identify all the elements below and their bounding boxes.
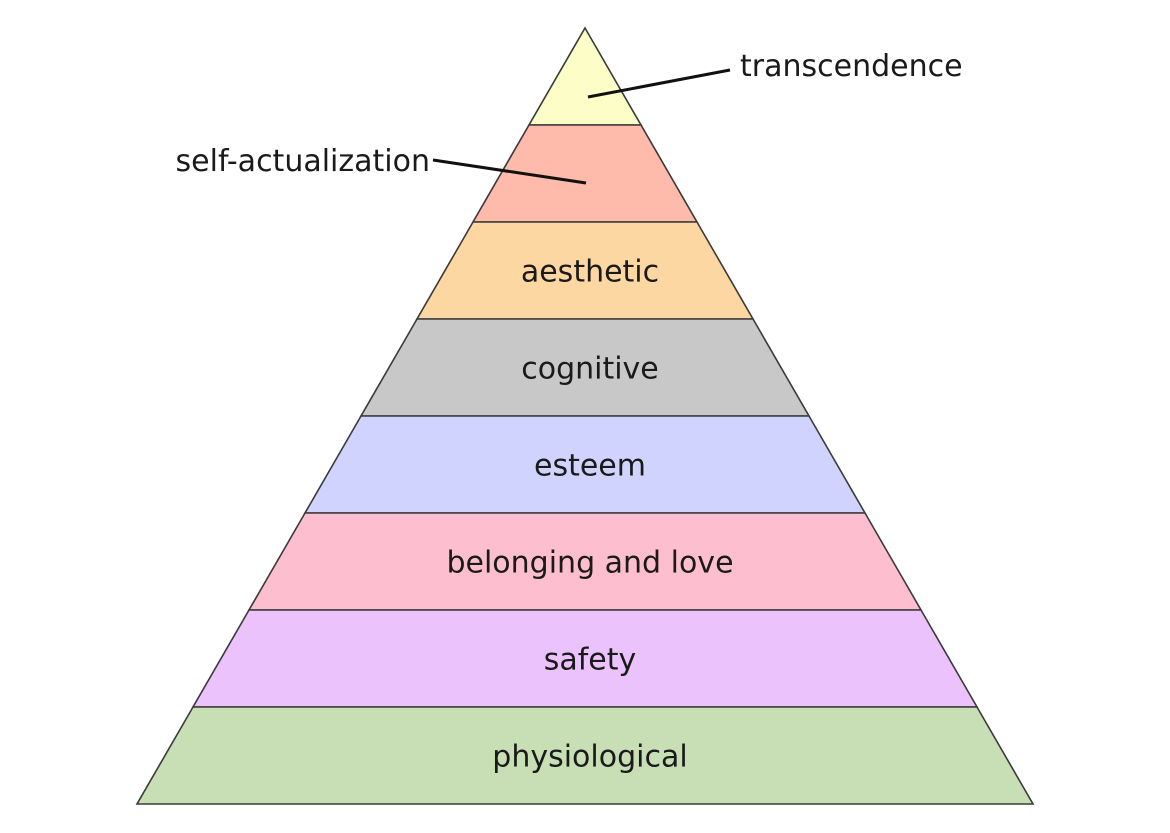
pyramid-labels: transcendence self-actualization aesthetic… bbox=[176, 49, 963, 775]
tier-transcendence bbox=[527, 26, 643, 126]
tier-label-belonging-and-love: belonging and love bbox=[446, 546, 733, 581]
callout-leaders bbox=[432, 68, 731, 185]
leader-line-self-actualization bbox=[432, 158, 587, 185]
tier-self-actualization bbox=[471, 124, 699, 223]
tier-label-cognitive: cognitive bbox=[521, 352, 659, 387]
tier-label-self-actualization: self-actualization bbox=[176, 144, 430, 179]
pyramid-tiers bbox=[135, 26, 1035, 805]
leader-line-transcendence bbox=[587, 68, 731, 99]
tier-label-physiological: physiological bbox=[492, 740, 687, 775]
tier-label-transcendence: transcendence bbox=[740, 49, 963, 84]
tier-physiological bbox=[135, 706, 1035, 805]
tier-label-aesthetic: aesthetic bbox=[521, 255, 659, 290]
tier-label-esteem: esteem bbox=[534, 449, 646, 484]
tier-label-safety: safety bbox=[544, 643, 637, 678]
